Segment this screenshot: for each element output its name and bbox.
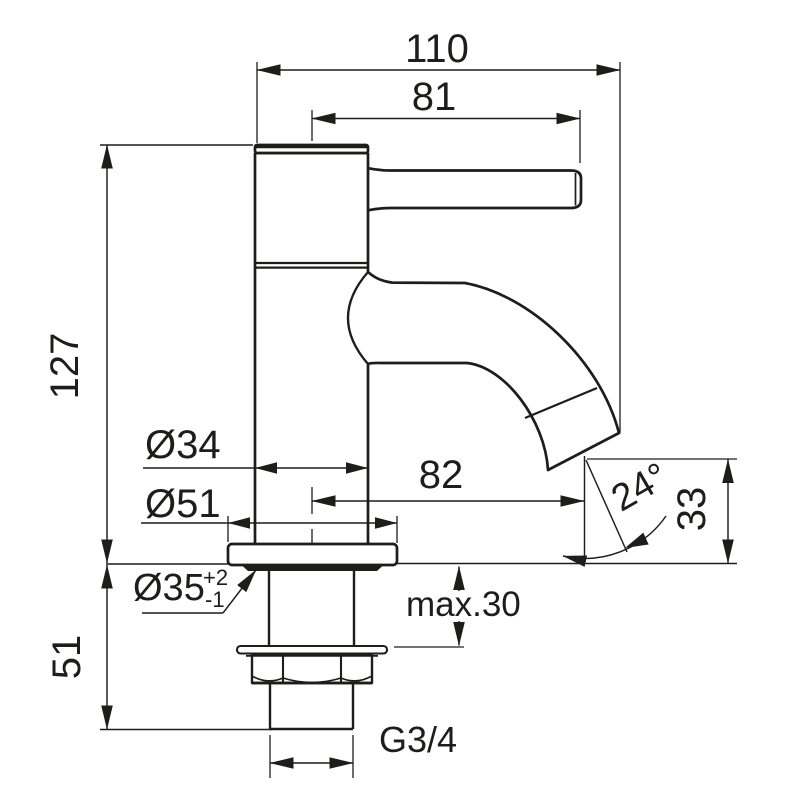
base-gasket [242,565,383,571]
spout-aerator-joint [524,386,598,420]
dim-max-deck-thickness [394,566,465,648]
label-hole-diameter: Ø35 [133,567,205,609]
spout-root-blend [347,271,369,365]
tap-outline [226,143,621,731]
label-height-above-deck: 127 [43,333,87,400]
dim-spout-projection [311,487,585,543]
label-spout-angle: 24° [605,455,676,520]
dim-base-diameter [141,516,398,543]
dim-hole-leader [142,569,257,614]
spout-fill [368,272,619,470]
dim-outlet-height [587,458,737,564]
label-hole-tolerance-plus: +2 [203,565,228,590]
label-max-deck-thickness: max.30 [406,585,521,624]
dim-overall-width [256,62,621,433]
dim-handle-length [311,110,581,163]
label-thread-size: G3/4 [379,719,457,760]
label-hole-tolerance-minus: -1 [205,587,225,612]
label-overall-width: 110 [405,27,469,71]
label-height-below-deck: 51 [45,635,89,680]
label-base-diameter: Ø51 [145,482,221,526]
label-handle-length: 81 [412,75,457,119]
label-spout-projection: 82 [419,453,464,497]
spout-outline [367,270,621,472]
dim-spout-angle [562,456,667,567]
backnut-washer [235,644,389,655]
dim-body-diameter [143,462,368,474]
label-outlet-height: 33 [670,487,714,532]
dim-thread-size [269,735,354,778]
dimension-labels: 110 81 127 51 Ø34 Ø51 82 33 24° max.30 G… [43,27,714,760]
base-flange [226,542,399,567]
label-body-diameter: Ø34 [145,423,221,467]
handle-lever [367,166,583,212]
hex-backnut [250,654,374,685]
dimensions [101,62,737,778]
